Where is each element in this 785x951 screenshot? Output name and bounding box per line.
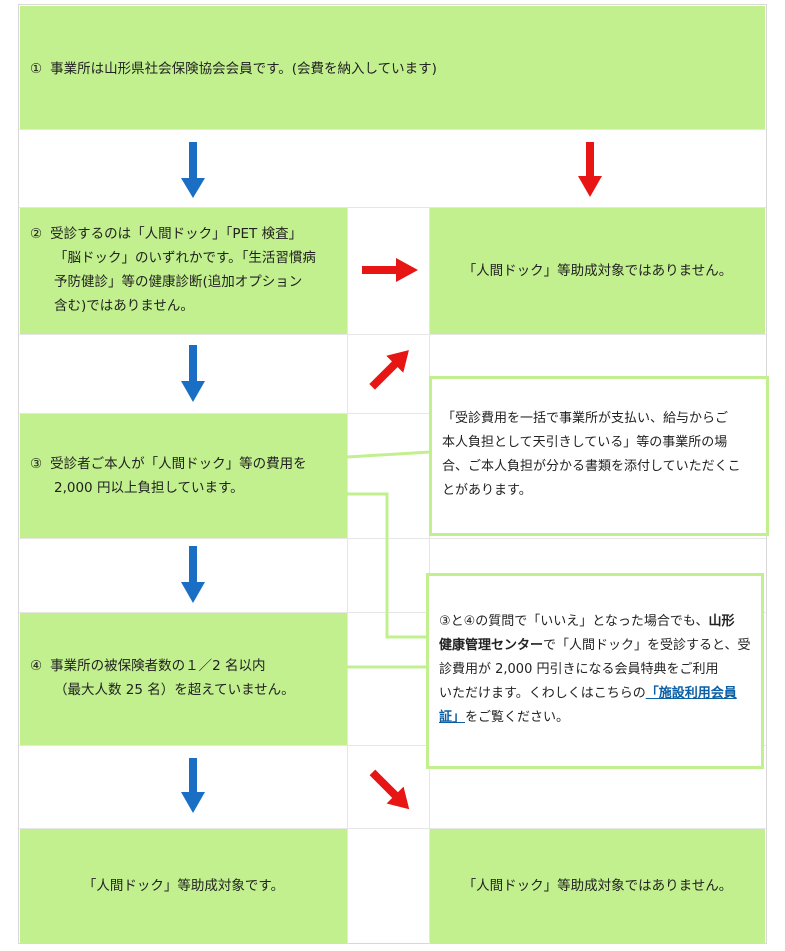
step1-label: 事業所は山形県社会保険協会会員です。(会費を納入しています) (50, 61, 437, 77)
callout2-text4: いただけます。くわしくはこちらの (439, 686, 646, 701)
result-not-eligible-text-2: 「人間ドック」等助成対象ではありません。 (462, 878, 733, 894)
result-not-eligible-box-1 (430, 208, 765, 334)
callout1-line3: 合、ご本人負担が分かる書類を添付していただくこ (442, 459, 741, 474)
step2-line1: 受診するのは「人間ドック」「PET 検査」 (50, 226, 303, 242)
facility-member-card-link-end[interactable]: 証」 (439, 710, 466, 725)
step2-line4: 含む)ではありません。 (54, 298, 194, 314)
step2-text: ② 受診するのは「人間ドック」「PET 検査」 「脳ドック」のいずれかです。「生活… (30, 222, 340, 318)
callout2-text1: ③と④の質問で「いいえ」となった場合でも、 (439, 614, 709, 629)
callout2-text2: で「人間ドック」を受診すると、受 (543, 638, 751, 653)
step2-number: ② (30, 226, 43, 242)
step4-number: ④ (30, 658, 43, 674)
step1-box (20, 6, 765, 129)
callout2-bold1: 山形 (708, 614, 735, 629)
step3-text: ③ 受診者ご本人が「人間ドック」等の費用を 2,000 円以上負担しています。 (30, 452, 340, 500)
callout1-line2: 本人負担として天引きしている」等の事業所の場 (442, 435, 728, 450)
step3-box (20, 414, 347, 538)
callout-member-benefit: ③と④の質問で「いいえ」となった場合でも、山形 健康管理センターで「人間ドック」… (426, 573, 764, 769)
step2-box (20, 208, 347, 334)
row-divider (19, 828, 766, 829)
result-eligible-box (20, 829, 347, 943)
step1-number: ① (30, 61, 43, 77)
facility-member-card-link[interactable]: 「施設利用会員 (645, 686, 737, 701)
step4-line2: （最大人数 25 名）を超えていません。 (54, 682, 295, 698)
callout1-line4: とがあります。 (442, 483, 532, 498)
step1-text: ① 事業所は山形県社会保険協会会員です。(会費を納入しています) (30, 57, 437, 81)
callout1-line1: 「受診費用を一括で事業所が支払い、給与からご (442, 411, 729, 426)
step4-box (20, 613, 347, 745)
row-divider (19, 129, 766, 130)
step2-line3: 予防健診」等の健康診断(追加オプション (54, 274, 303, 290)
result-not-eligible-text-1: 「人間ドック」等助成対象ではありません。 (462, 263, 733, 279)
row-divider (19, 334, 766, 335)
callout2-text5: をご覧ください。 (465, 710, 570, 725)
row-divider (19, 413, 766, 414)
step4-line1: 事業所の被保険者数の１／2 名以内 (50, 658, 266, 674)
result-not-eligible-box-2 (430, 829, 765, 943)
row-divider (19, 745, 766, 746)
callout2-bold2: 健康管理センター (439, 638, 544, 653)
row-divider (19, 207, 766, 208)
callout-payroll-note: 「受診費用を一括で事業所が支払い、給与からご 本人負担として天引きしている」等の… (429, 376, 769, 536)
callout2-text3: 診費用が 2,000 円引きになる会員特典をご利用 (439, 662, 719, 677)
step4-text: ④ 事業所の被保険者数の１／2 名以内 （最大人数 25 名）を超えていません。 (30, 654, 345, 702)
result-eligible-text: 「人間ドック」等助成対象です。 (82, 878, 285, 894)
row-divider (19, 538, 766, 539)
step3-line1: 受診者ご本人が「人間ドック」等の費用を (50, 456, 307, 472)
step3-number: ③ (30, 456, 43, 472)
col-divider (347, 207, 348, 944)
step2-line2: 「脳ドック」のいずれかです。「生活習慣病 (54, 250, 316, 266)
step3-line2: 2,000 円以上負担しています。 (54, 480, 244, 496)
